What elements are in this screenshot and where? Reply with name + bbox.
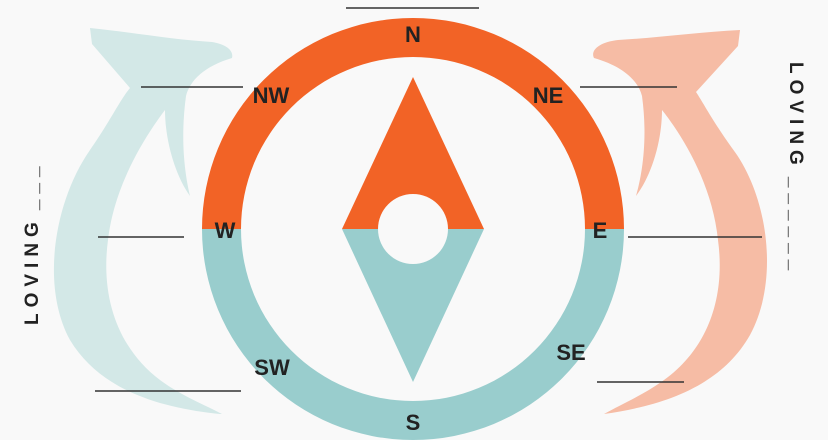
direction-sw: SW — [254, 355, 290, 380]
side-label-right: LOVING______ — [785, 62, 806, 276]
direction-nw: NW — [253, 83, 290, 108]
needle-center — [378, 194, 448, 264]
direction-ne: NE — [533, 83, 564, 108]
direction-s: S — [406, 410, 421, 435]
direction-se: SE — [556, 340, 585, 365]
direction-n: N — [405, 22, 421, 47]
side-label-left: LOVING___ — [22, 160, 43, 325]
direction-e: E — [593, 218, 608, 243]
direction-w: W — [215, 218, 236, 243]
